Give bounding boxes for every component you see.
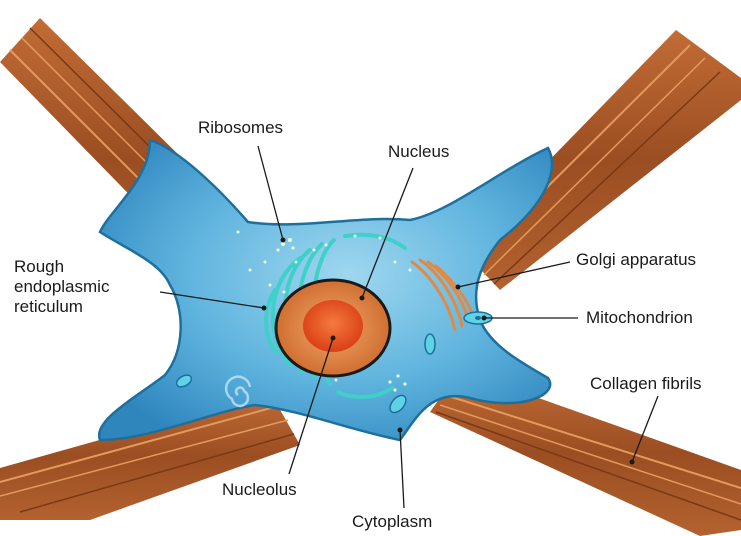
- label-nucleus: Nucleus: [388, 142, 449, 162]
- label-rough-er-line-2: endoplasmic: [14, 277, 164, 297]
- leader-cytoplasm: [400, 430, 404, 508]
- label-rough-er-line-1: Rough: [14, 257, 164, 277]
- label-rough-er-line-3: reticulum: [14, 297, 164, 317]
- label-mitochondrion: Mitochondrion: [586, 308, 693, 328]
- label-ribosomes: Ribosomes: [198, 118, 283, 138]
- nucleolus: [303, 300, 363, 352]
- label-cytoplasm: Cytoplasm: [352, 512, 432, 532]
- label-collagen: Collagen fibrils: [590, 374, 702, 394]
- label-rough-er: Rough endoplasmic reticulum: [14, 257, 164, 317]
- label-nucleolus: Nucleolus: [222, 480, 297, 500]
- label-golgi: Golgi apparatus: [576, 250, 696, 270]
